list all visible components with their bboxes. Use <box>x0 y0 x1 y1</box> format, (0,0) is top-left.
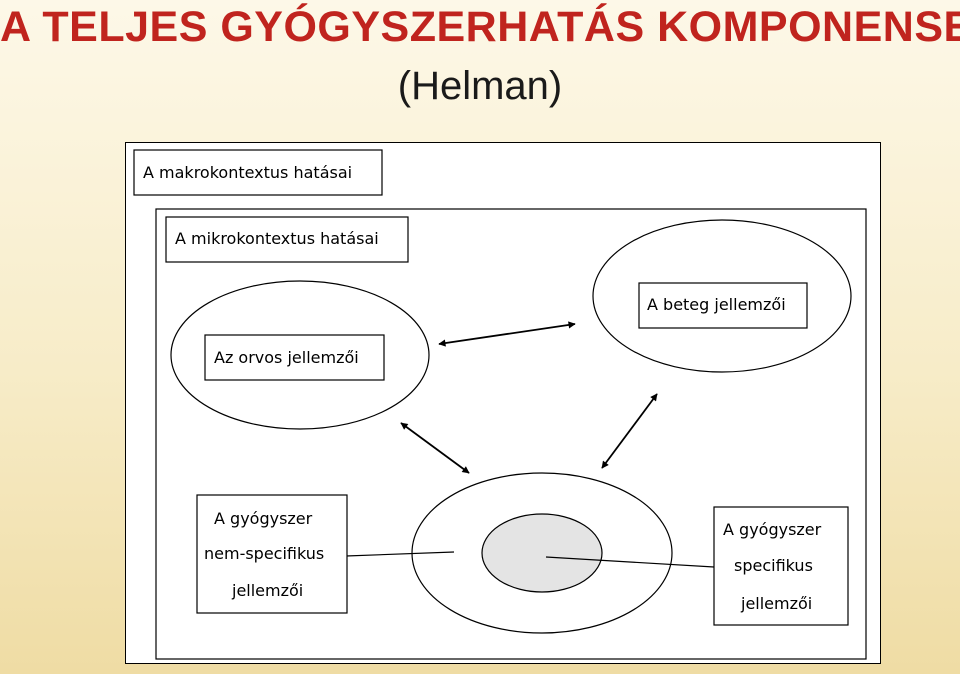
micro-context-box: A mikrokontextus hatásai <box>165 216 409 263</box>
slide-title: A TELJES GYÓGYSZERHATÁS KOMPONENSEI <box>0 3 960 51</box>
patient-drug-arrow <box>601 393 658 469</box>
nonspecific-box: A gyógyszer nem-specifikus jellemzői <box>196 494 348 614</box>
patient-label: A beteg jellemzői <box>647 295 786 314</box>
specific-line-2: specifikus <box>734 556 813 575</box>
specific-box: A gyógyszer specifikus jellemzői <box>713 506 849 626</box>
macro-context-box: A makrokontextus hatásai <box>133 149 383 196</box>
macro-context-label: A makrokontextus hatásai <box>143 163 352 182</box>
slide-subtitle: (Helman) <box>397 64 563 108</box>
diagram-frame: A makrokontextus hatásai A mikrokontextu… <box>125 142 881 664</box>
doctor-box: Az orvos jellemzői <box>204 334 385 381</box>
diagram-svg: A makrokontextus hatásai A mikrokontextu… <box>133 149 867 660</box>
patient-box: A beteg jellemzői <box>638 282 808 329</box>
specific-connector <box>545 556 715 568</box>
specific-line-1: A gyógyszer <box>723 520 822 539</box>
nonspecific-line-3: jellemzői <box>231 581 303 600</box>
drug-specific-circle <box>481 513 603 593</box>
nonspecific-connector <box>345 551 455 557</box>
nonspecific-line-1: A gyógyszer <box>214 509 313 528</box>
doctor-patient-arrow <box>438 321 576 347</box>
doctor-label: Az orvos jellemzői <box>214 348 359 367</box>
specific-line-3: jellemzői <box>740 594 812 613</box>
nonspecific-line-2: nem-specifikus <box>204 544 324 563</box>
doctor-drug-arrow <box>400 422 470 474</box>
micro-context-label: A mikrokontextus hatásai <box>175 229 379 248</box>
